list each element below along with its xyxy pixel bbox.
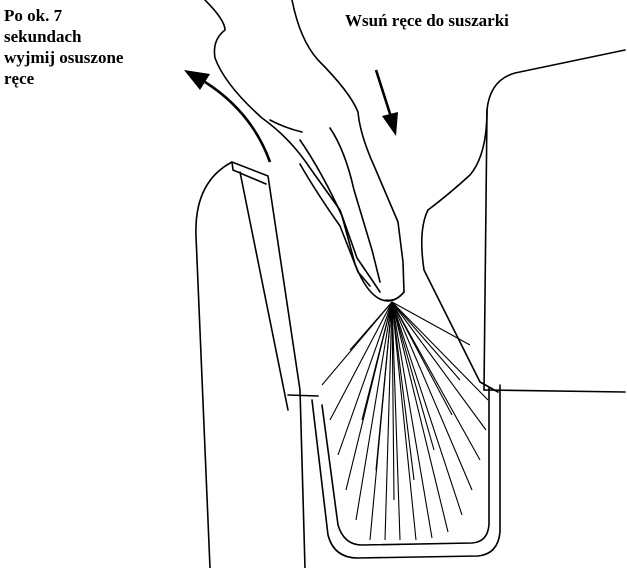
knuckle-line [270,120,302,132]
air-line [392,302,460,380]
instruction-line: ręce [4,68,123,89]
arm-outline-left [205,0,380,292]
dryer-back-body [428,50,625,210]
arrow-down-icon [376,70,398,136]
dryer-right-slot [422,210,498,392]
instruction-line: wyjmij osuszone [4,47,123,68]
dryer-left-inner-line [240,172,288,410]
remove-hands-instruction: Po ok. 7 sekundach wyjmij osuszone ręce [4,5,123,89]
curved-arrow-up-left-icon [184,70,270,162]
insert-hands-instruction: Wsuń ręce do suszarki [345,10,509,31]
air-line [338,302,392,455]
finger-left [300,140,378,298]
dryer-right-shelf [484,390,625,392]
dryer-back-inner-edge [484,110,487,390]
dryer-middle-shelf [288,395,318,396]
instruction-line: Po ok. 7 [4,5,123,26]
arm-outline-right [292,0,404,300]
instruction-line: sekundach [4,26,123,47]
air-line [392,302,448,532]
finger-back [300,164,370,286]
air-stream [322,302,488,540]
